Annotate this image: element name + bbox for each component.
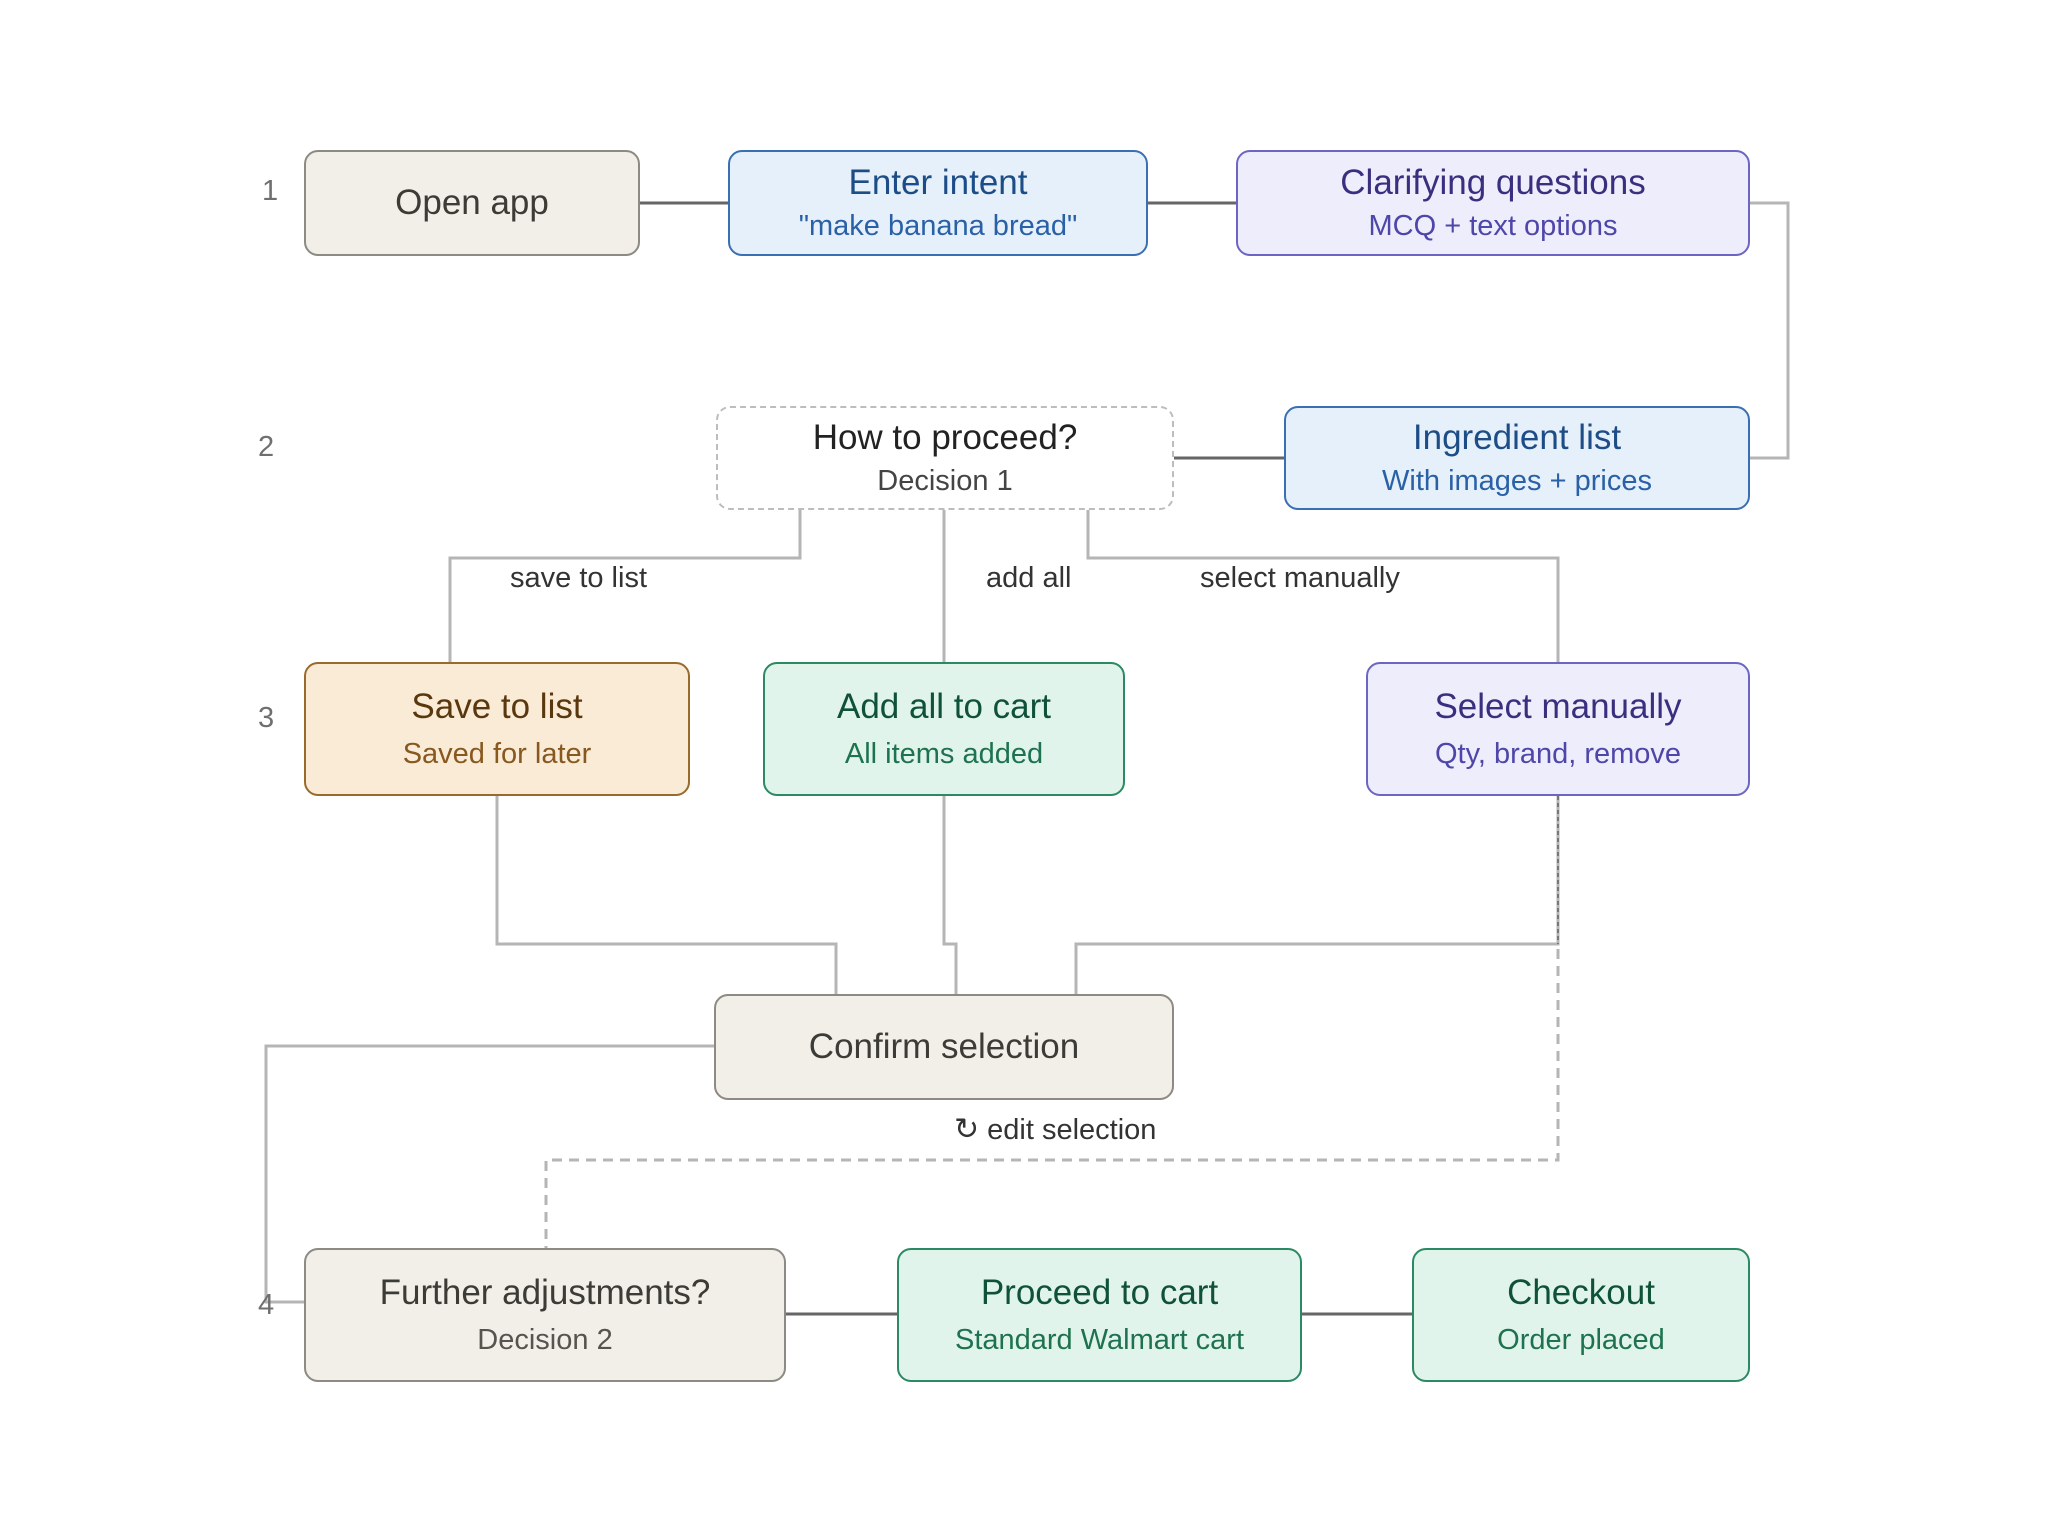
edge-addall-to-confirm [942,796,958,994]
node-title: How to proceed? [812,418,1078,457]
refresh-icon: ↻ [954,1113,980,1146]
edge-save-to-confirm [495,796,838,994]
node-title: Checkout [1507,1273,1655,1312]
row-number-2: 2 [258,431,275,463]
edge-label-save-to-list: save to list [506,561,651,595]
node-subtitle: Saved for later [402,738,592,770]
node-open-app[interactable]: Open app [304,150,640,256]
edge-select-to-confirm [1074,796,1560,994]
node-add-all-to-cart[interactable]: Add all to cart All items added [763,662,1125,796]
node-title: Open app [395,183,549,222]
edge-label-edit-selection: ↻edit selection [950,1113,1161,1147]
edge-label-add-all: add all [982,561,1076,595]
node-enter-intent[interactable]: Enter intent "make banana bread" [728,150,1148,256]
node-subtitle: Qty, brand, remove [1434,738,1682,770]
node-subtitle: "make banana bread" [798,210,1078,242]
node-subtitle: Decision 1 [877,465,1013,497]
node-title: Save to list [411,687,583,726]
node-title: Ingredient list [1412,418,1622,457]
edit-selection-text: edit selection [987,1114,1157,1146]
node-title: Enter intent [848,163,1028,202]
node-subtitle: Standard Walmart cart [954,1324,1245,1356]
node-select-manually[interactable]: Select manually Qty, brand, remove [1366,662,1750,796]
node-proceed-to-cart[interactable]: Proceed to cart Standard Walmart cart [897,1248,1302,1382]
node-subtitle: Order placed [1497,1324,1665,1356]
node-subtitle: MCQ + text options [1368,210,1618,242]
node-title: Clarifying questions [1340,163,1646,202]
node-title: Select manually [1434,687,1682,726]
row-number-1: 1 [262,175,279,207]
edge-clarify-to-ingredients [1750,201,1790,460]
node-confirm-selection[interactable]: Confirm selection [714,994,1174,1100]
node-subtitle: With images + prices [1382,465,1652,497]
node-save-to-list[interactable]: Save to list Saved for later [304,662,690,796]
node-title: Further adjustments? [379,1273,711,1312]
row-number-3: 3 [258,702,275,734]
node-decision-2[interactable]: Further adjustments? Decision 2 [304,1248,786,1382]
node-subtitle: Decision 2 [477,1324,613,1356]
row-number-4: 4 [258,1289,275,1321]
node-title: Confirm selection [808,1027,1080,1066]
node-checkout[interactable]: Checkout Order placed [1412,1248,1750,1382]
edge-label-select-manually: select manually [1196,561,1404,595]
node-title: Proceed to cart [980,1273,1219,1312]
node-clarifying-questions[interactable]: Clarifying questions MCQ + text options [1236,150,1750,256]
node-decision-1[interactable]: How to proceed? Decision 1 [716,406,1174,510]
node-title: Add all to cart [837,687,1051,726]
node-ingredient-list[interactable]: Ingredient list With images + prices [1284,406,1750,510]
node-subtitle: All items added [844,738,1044,770]
